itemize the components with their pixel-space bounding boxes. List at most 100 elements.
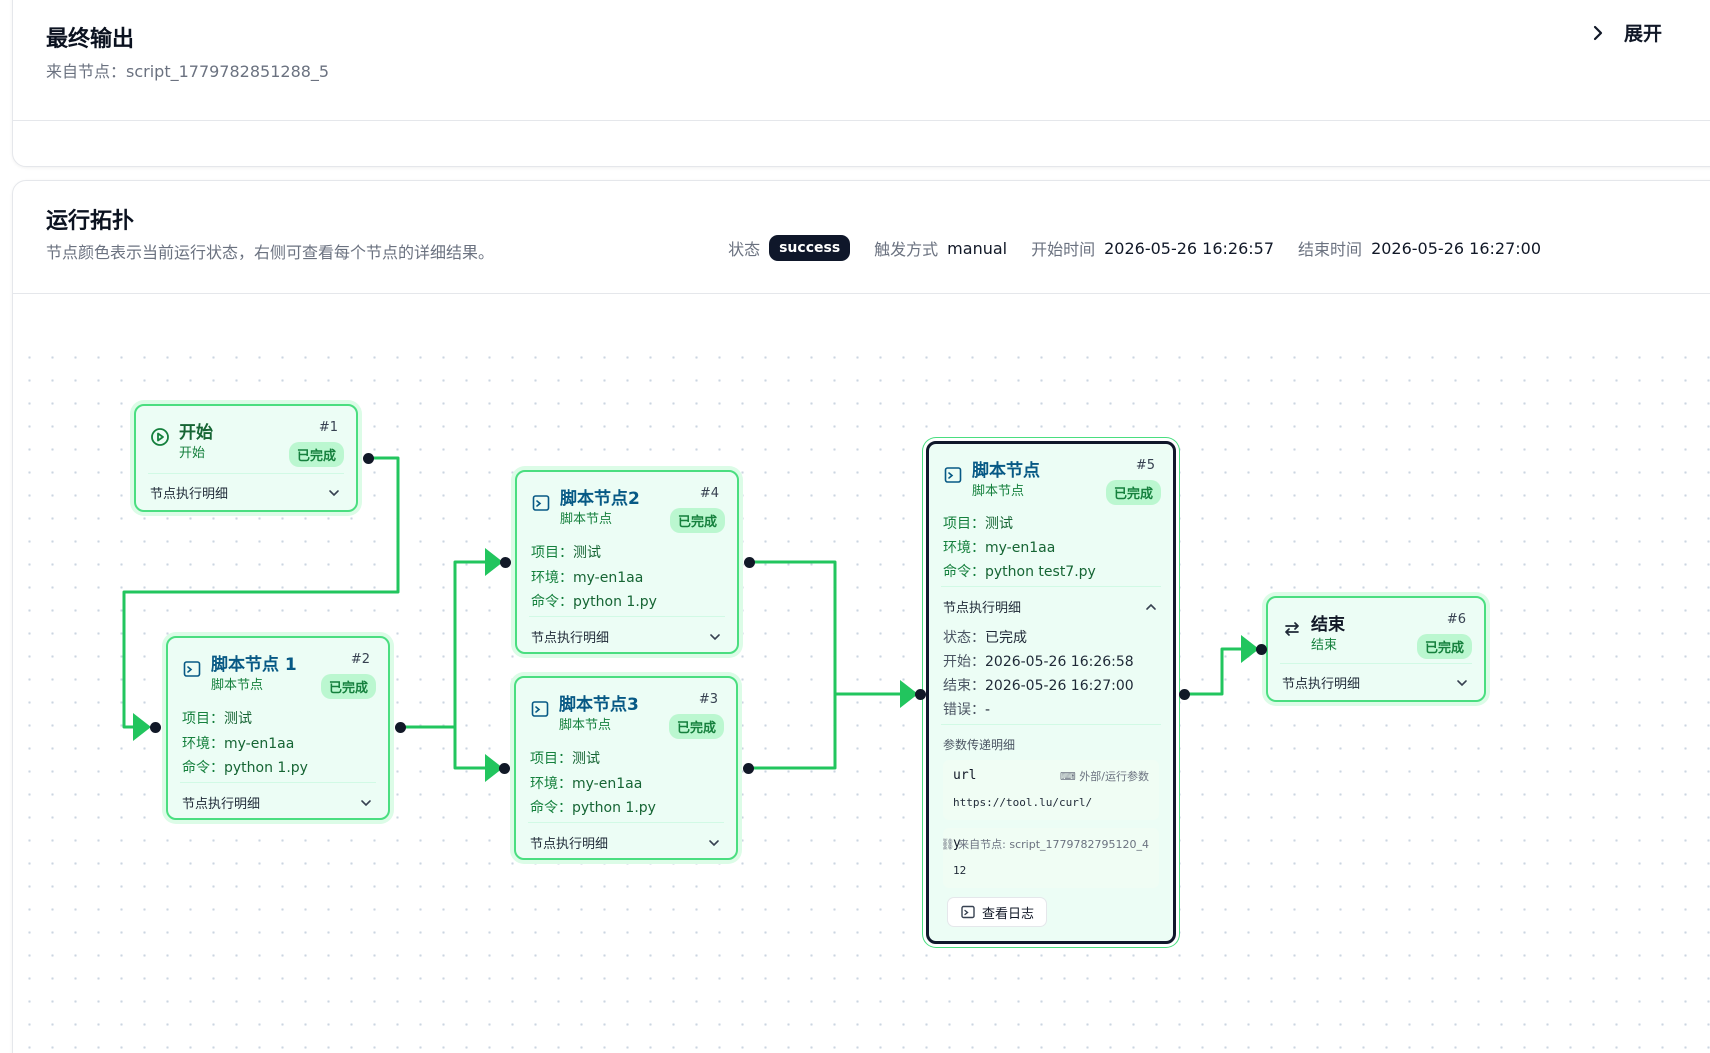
expand-label: 展开 [1624,23,1663,45]
chevron-right-icon [1593,25,1603,40]
finish-value: 2026-05-26 16:27:00 [985,678,1134,694]
node-detail-label: 节点执行明细 [943,601,1022,616]
divider [148,473,344,474]
view-log-button[interactable]: 查看日志 [947,897,1047,927]
env-line: 环境：my-en1aa [531,567,643,587]
project-value: 测试 [573,545,601,561]
project-line: 项目：测试 [531,542,601,562]
final-output-card: 最终输出 来自节点：script_1779782851288_5 展开 [12,0,1710,167]
node-detail-label: 节点执行明细 [1282,677,1361,692]
node-script-5[interactable]: 脚本节点 脚本节点 #5 已完成 项目：测试 环境：my-en1aa 命令：py… [926,441,1176,944]
terminal-icon [183,661,201,677]
divider [529,616,725,617]
input-handle[interactable] [499,763,510,774]
divider [13,293,1710,294]
env-line: 环境：my-en1aa [530,773,642,793]
param-value: https://tool.lu/curl/ [953,796,1093,809]
divider [180,782,376,783]
project-value: 测试 [985,516,1013,532]
param-item: y ⛓ 来自节点: script_1779782795120_4 12 [940,828,1159,888]
node-title: 结束 [1311,615,1345,635]
chevron-down-icon [361,799,371,806]
swap-arrows-icon [1285,622,1299,636]
node-number: #4 [699,486,719,501]
begin-line: 开始：2026-05-26 16:26:58 [943,651,1134,671]
node-detail-toggle[interactable]: 节点执行明细 [530,833,722,852]
topology-subtitle: 节点颜色表示当前运行状态，右侧可查看每个节点的详细结果。 [46,243,495,262]
node-script-3[interactable]: 脚本节点3 脚本节点 #3 已完成 项目：测试 环境：my-en1aa 命令：p… [514,676,738,860]
link-icon: ⛓ [940,838,959,851]
node-subtitle: 开始 [179,446,206,461]
env-key: 环境： [530,776,572,792]
node-detail-label: 节点执行明细 [182,797,261,812]
env-key: 环境： [943,540,985,556]
node-title: 脚本节点3 [559,695,639,715]
output-handle[interactable] [363,453,374,464]
node-detail-toggle[interactable]: 节点执行明细 [150,483,342,502]
output-handle[interactable] [395,722,406,733]
start-time-label: 开始时间 [1031,240,1096,259]
node-title: 脚本节点2 [560,489,640,509]
node-script-2[interactable]: 脚本节点2 脚本节点 #4 已完成 项目：测试 环境：my-en1aa 命令：p… [515,470,739,654]
chevron-down-icon [329,489,339,496]
node-detail-toggle[interactable]: 节点执行明细 [531,627,723,646]
run-meta: 状态 success 触发方式 manual 开始时间 2026-05-26 1… [728,235,1541,261]
divider [13,120,1710,121]
project-key: 项目： [943,516,985,532]
status-badge: success [769,235,851,261]
cmd-key: 命令： [531,594,573,610]
state-key: 状态： [943,630,985,646]
cmd-value: python 1.py [572,800,656,816]
trigger-value: manual [947,238,1008,258]
param-value: 12 [953,864,967,877]
node-end[interactable]: 结束 结束 #6 已完成 节点执行明细 [1266,596,1486,702]
status-badge: 已完成 [669,508,725,533]
env-line: 环境：my-en1aa [943,537,1055,557]
param-key: url [953,768,977,783]
project-line: 项目：测试 [943,513,1013,533]
project-line: 项目：测试 [182,708,252,728]
output-handle[interactable] [743,763,754,774]
node-detail-toggle[interactable]: 节点执行明细 [182,793,374,812]
project-key: 项目： [530,751,572,767]
end-time-value: 2026-05-26 16:27:00 [1371,238,1541,258]
node-detail-toggle[interactable]: 节点执行明细 [943,597,1159,616]
node-number: #5 [1135,458,1155,473]
state-line: 状态：已完成 [943,627,1027,647]
output-handle[interactable] [744,557,755,568]
cmd-value: python 1.py [224,760,308,776]
cmd-line: 命令：python test7.py [943,561,1096,581]
node-start[interactable]: 开始 开始 #1 已完成 节点执行明细 [134,404,358,512]
expand-button[interactable]: 展开 [1588,19,1662,46]
input-handle[interactable] [915,689,926,700]
input-handle[interactable] [150,722,161,733]
keyboard-icon: ⌨ [1059,770,1080,783]
node-number: #6 [1446,612,1466,627]
cmd-key: 命令： [943,564,985,580]
cmd-key: 命令： [182,760,224,776]
error-line: 错误：- [943,699,990,719]
project-value: 测试 [572,751,600,767]
topology-title: 运行拓扑 [46,209,135,234]
project-key: 项目： [531,545,573,561]
status-badge: 已完成 [320,674,376,699]
terminal-icon [961,905,975,919]
divider [1280,663,1472,664]
node-detail-toggle[interactable]: 节点执行明细 [1282,673,1470,692]
output-handle[interactable] [1179,689,1190,700]
node-script-1[interactable]: 脚本节点 1 脚本节点 #2 已完成 项目：测试 环境：my-en1aa 命令：… [166,636,390,820]
status-label: 状态 [728,240,761,259]
env-key: 环境： [531,570,573,586]
status-badge: 已完成 [1416,634,1472,659]
node-subtitle: 脚本节点 [211,678,264,693]
input-handle[interactable] [1256,644,1267,655]
param-source: ⌨ 外部/运行参数 [1059,770,1149,783]
cmd-value: python 1.py [573,594,657,610]
cmd-value: python test7.py [985,564,1096,580]
input-handle[interactable] [500,557,511,568]
chevron-down-icon [709,839,719,846]
terminal-icon [532,495,550,511]
divider [941,586,1161,587]
node-title: 脚本节点 [972,461,1040,481]
node-detail-label: 节点执行明细 [531,631,610,646]
